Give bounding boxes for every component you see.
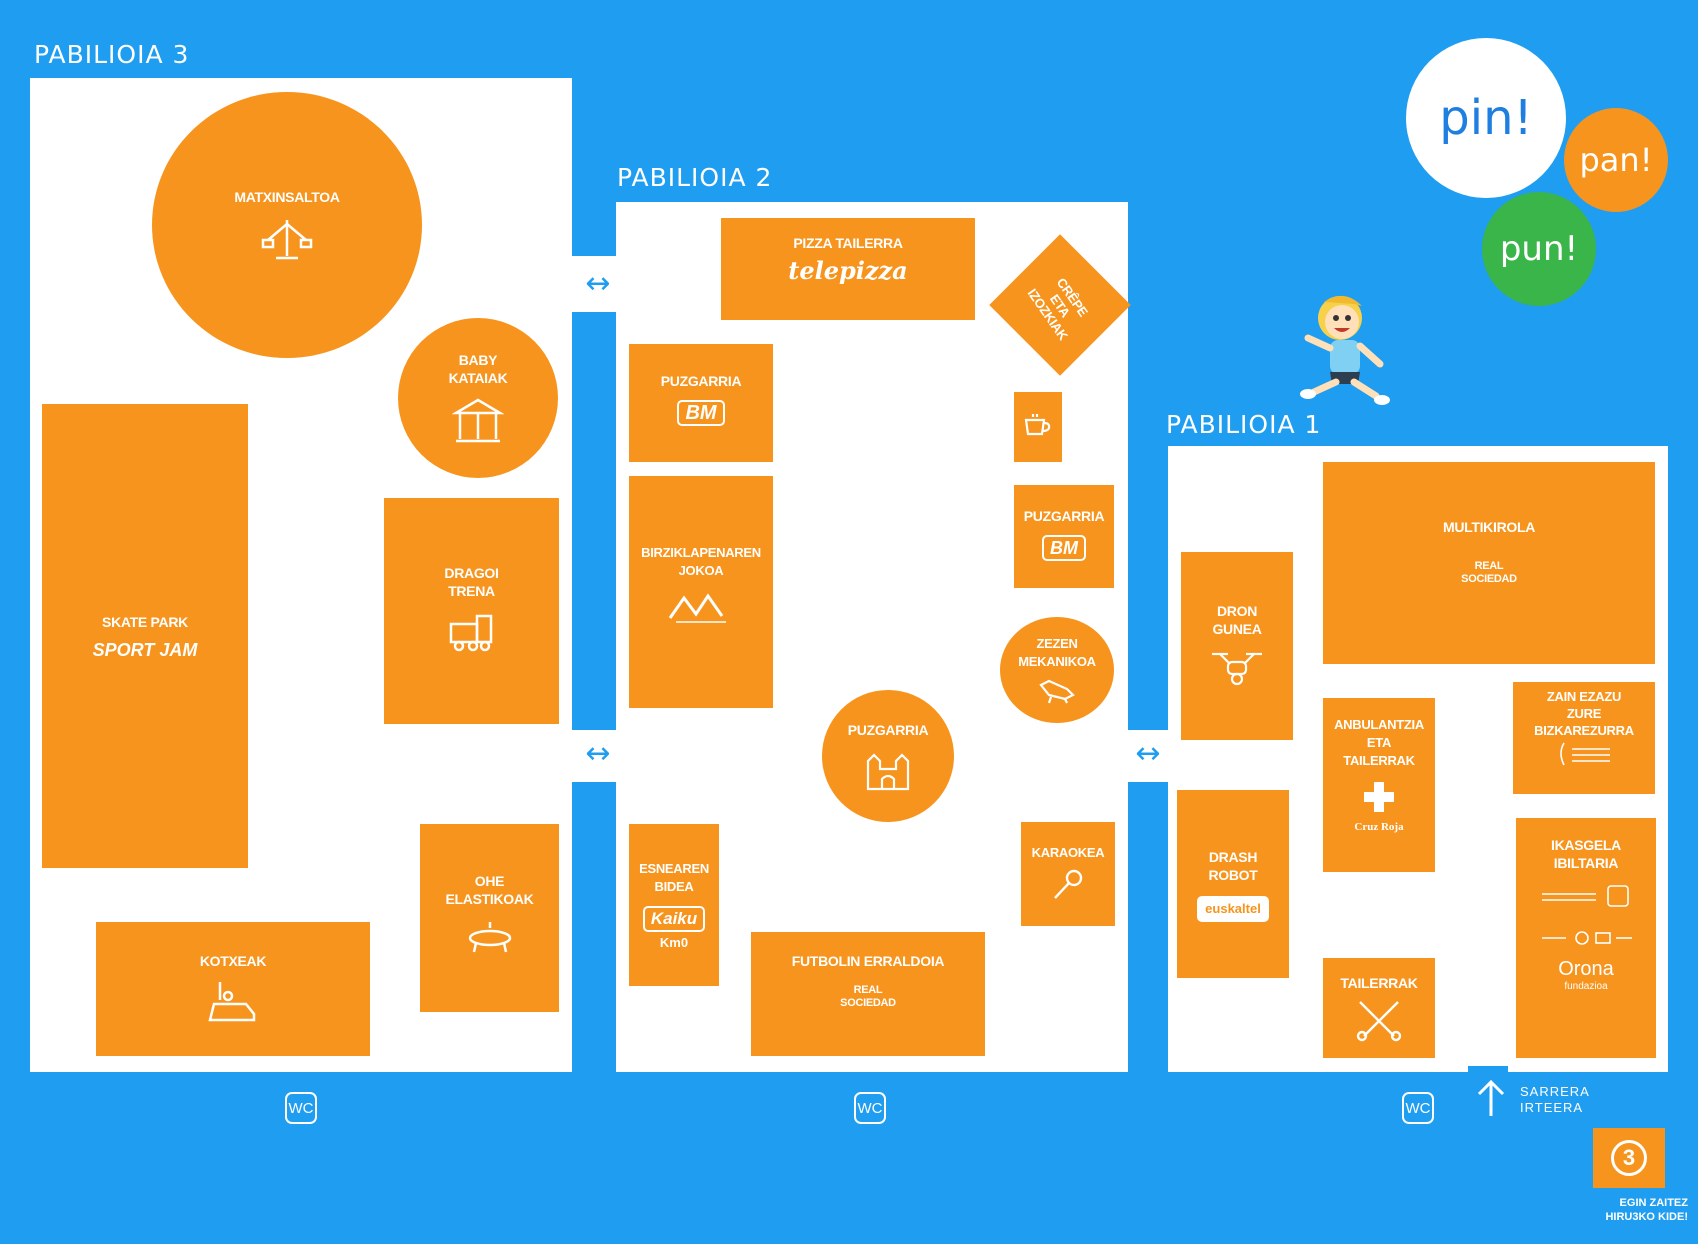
booth-futbolin-erraldoia[interactable]: FUTBOLIN ERRALDOIA REAL SOCIEDAD <box>751 932 985 1056</box>
bumper-car-icon <box>206 980 260 1026</box>
orona-logo: Orona <box>1558 958 1614 980</box>
booth-baby-kataiak[interactable]: BABY KATAIAK <box>398 318 558 478</box>
booth-kotxeak[interactable]: KOTXEAK <box>96 922 370 1056</box>
booth-label: PIZZA TAILERRA <box>793 235 903 251</box>
logo-pan: pan! <box>1564 108 1668 212</box>
carousel-icon <box>452 397 504 445</box>
km0-logo: Km0 <box>659 935 689 950</box>
mascot-illustration <box>1284 284 1414 418</box>
wc-icon: WC <box>285 1092 317 1124</box>
bm-logo: BM <box>677 400 725 426</box>
pavilion-1-label: PABILIOIA 1 <box>1166 410 1322 439</box>
booth-karaokea[interactable]: KARAOKEA <box>1021 822 1115 926</box>
booth-label: TAILERRAK <box>1340 975 1418 991</box>
booth-label: OHE ELASTIKOAK <box>445 873 534 907</box>
booth-label: SKATE PARK <box>102 614 188 630</box>
booth-birziklapena[interactable]: BIRZIKLAPENAREN JOKOA <box>629 476 773 708</box>
microphone-icon <box>1051 868 1085 902</box>
booth-puzgarria-1[interactable]: PUZGARRIA BM <box>629 344 773 462</box>
booth-label: DRAGOI TRENA <box>444 565 499 599</box>
spine-icon <box>1554 741 1614 767</box>
booth-label: DRASH ROBOT <box>1208 849 1258 883</box>
tools-icon <box>1354 998 1404 1042</box>
booth-cafe[interactable] <box>1014 392 1062 462</box>
pavilion-3-label: PABILIOIA 3 <box>34 40 190 69</box>
booth-skate-park[interactable]: SKATE PARK SPORT JAM <box>42 404 248 868</box>
hiru3ko-badge[interactable]: 3 <box>1593 1128 1665 1188</box>
connection-arrow-icon: ↔ <box>585 266 611 301</box>
trampoline-icon <box>466 918 514 954</box>
entrance-line-2: IRTEERA <box>1520 1100 1584 1115</box>
logo-pun: pun! <box>1482 192 1596 306</box>
booth-label: BIRZIKLAPENAREN JOKOA <box>641 545 761 578</box>
booth-puzgarria-2[interactable]: PUZGARRIA BM <box>1014 485 1114 588</box>
club-invite: EGIN ZAITEZ HIRU3KO KIDE! <box>1570 1196 1688 1224</box>
booth-pizza-tailerra[interactable]: PIZZA TAILERRA telepizza <box>721 218 975 320</box>
corridor-2-1 <box>1128 730 1168 782</box>
bull-icon <box>1037 675 1077 705</box>
booth-label: KARAOKEA <box>1031 845 1105 860</box>
train-icon <box>447 610 497 652</box>
entrance-gap <box>1468 1066 1508 1074</box>
booth-label: CRÊPE ETA IZOZKIAK <box>1024 274 1091 343</box>
booth-label: BABY KATAIAK <box>448 352 508 386</box>
sponsor-logos-icon <box>1536 882 1636 952</box>
recycling-logo-icon <box>666 590 736 624</box>
coffee-icon <box>1023 412 1053 442</box>
entrance-label: SARRERA IRTEERA <box>1520 1084 1590 1116</box>
carousel-icon <box>260 216 314 262</box>
wc-icon: WC <box>854 1092 886 1124</box>
booth-label: IKASGELA IBILTARIA <box>1551 837 1621 871</box>
booth-dragoi-trena[interactable]: DRAGOI TRENA <box>384 498 559 724</box>
booth-label: ESNEAREN BIDEA <box>639 861 709 894</box>
club-line-1: EGIN ZAITEZ <box>1619 1197 1688 1209</box>
booth-label: KOTXEAK <box>199 953 267 969</box>
booth-label: ZAIN EZAZU ZURE BIZKAREZURRA <box>1534 689 1634 738</box>
booth-label: ZEZEN MEKANIKOA <box>1018 636 1096 669</box>
real-sociedad-logo: REAL SOCIEDAD <box>840 984 896 1009</box>
bouncy-castle-icon <box>864 749 912 791</box>
booth-ohe-elastikoak[interactable]: OHE ELASTIKOAK <box>420 824 559 1012</box>
arrow-up-icon <box>1474 1078 1508 1122</box>
booth-label: FUTBOLIN ERRALDOIA <box>791 953 945 969</box>
booth-multikirola[interactable]: MULTIKIROLA REAL SOCIEDAD <box>1323 462 1655 664</box>
booth-label: PUZGARRIA <box>1023 508 1105 524</box>
booth-anbulantzia[interactable]: ANBULANTZIA ETA TAILERRAK Cruz Roja <box>1323 698 1435 872</box>
booth-tailerrak[interactable]: TAILERRAK <box>1323 958 1435 1058</box>
bm-logo: BM <box>1042 535 1086 561</box>
booth-label: PUZGARRIA <box>660 373 742 389</box>
connection-arrow-icon: ↔ <box>1135 736 1161 771</box>
booth-matxinsaltoa[interactable]: MATXINSALTOA <box>152 92 422 358</box>
connection-arrow-icon: ↔ <box>585 736 611 771</box>
orona-logo-sub: fundazioa <box>1564 981 1608 992</box>
booth-drash-robot[interactable]: DRASH ROBOT euskaltel <box>1177 790 1289 978</box>
first-aid-cross-icon <box>1362 780 1396 814</box>
booth-dron-gunea[interactable]: DRON GUNEA <box>1181 552 1293 740</box>
logo-pin: pin! <box>1406 38 1566 198</box>
euskaltel-logo: euskaltel <box>1197 896 1269 922</box>
booth-esnearen-bidea[interactable]: ESNEAREN BIDEA Kaiku Km0 <box>629 824 719 986</box>
kaiku-logo: Kaiku <box>642 906 706 932</box>
corridor-3-2-top <box>572 256 616 312</box>
telepizza-logo: telepizza <box>788 256 908 285</box>
booth-label: ANBULANTZIA ETA TAILERRAK <box>1334 717 1424 768</box>
booth-zezen-mekanikoa[interactable]: ZEZEN MEKANIKOA <box>1000 617 1114 723</box>
booth-zain-ezazu[interactable]: ZAIN EZAZU ZURE BIZKAREZURRA <box>1513 682 1655 794</box>
corridor-3-2-bottom <box>572 730 616 782</box>
booth-label: MULTIKIROLA <box>1442 519 1536 535</box>
entrance-line-1: SARRERA <box>1520 1084 1590 1099</box>
wc-icon: WC <box>1402 1092 1434 1124</box>
drone-icon <box>1210 648 1264 688</box>
booth-label: PUZGARRIA <box>847 722 929 738</box>
real-sociedad-logo: REAL SOCIEDAD <box>1461 560 1517 585</box>
booth-puzgarria-3[interactable]: PUZGARRIA <box>822 690 954 822</box>
pavilion-2-label: PABILIOIA 2 <box>617 163 773 192</box>
hiru3ko-number: 3 <box>1611 1140 1647 1176</box>
sport-jam-logo: SPORT JAM <box>92 640 198 660</box>
booth-label: DRON GUNEA <box>1212 603 1262 637</box>
cruz-roja-logo: Cruz Roja <box>1354 821 1404 833</box>
booth-ikasgela-ibiltaria[interactable]: IKASGELA IBILTARIA Orona fundazioa <box>1516 818 1656 1058</box>
club-line-2: HIRU3KO KIDE! <box>1605 1211 1688 1223</box>
booth-label: MATXINSALTOA <box>234 189 340 205</box>
